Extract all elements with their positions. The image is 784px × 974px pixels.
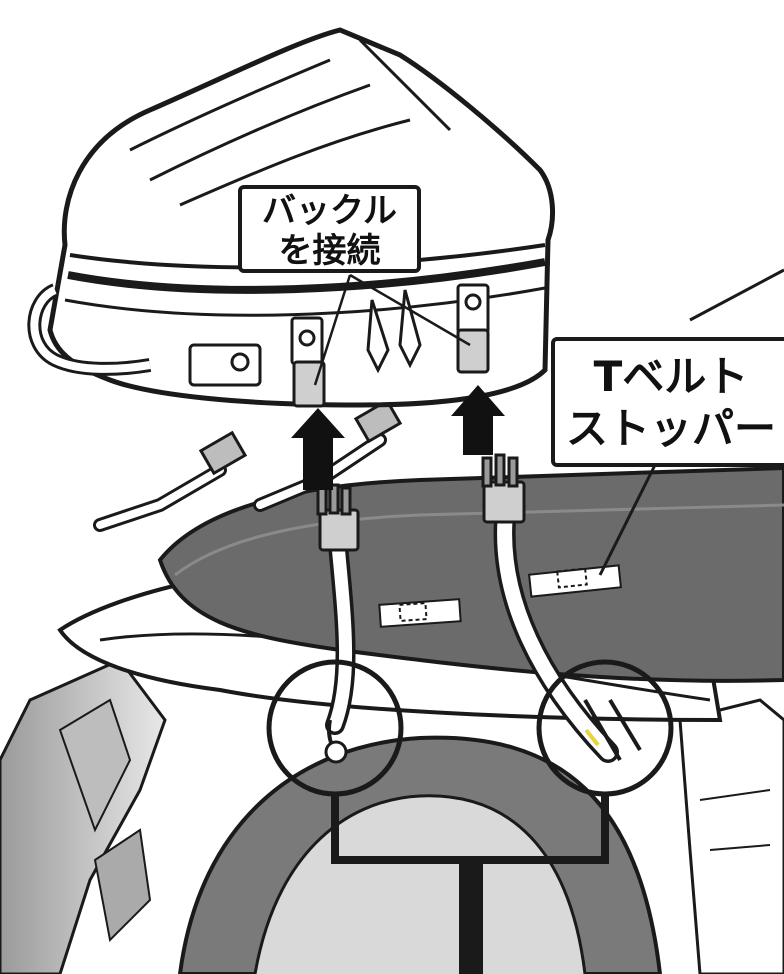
buckle-female-right	[456, 283, 490, 374]
callout-buckle-line2: を接続	[278, 231, 381, 271]
detail-circle-left	[266, 659, 404, 797]
buckle-male-left	[316, 483, 360, 552]
frame-left	[0, 658, 167, 974]
detail-circle-right	[536, 659, 674, 797]
callout-tbelt-stopper: Tベルト ストッパー	[551, 337, 784, 467]
callout-tbelt-line1: Tベルト	[593, 352, 749, 401]
callout-tbelt-line2: ストッパー	[565, 404, 776, 453]
buckle-male-right	[481, 453, 526, 524]
callout-buckle-line1: バックル	[262, 191, 397, 231]
up-arrow-icon	[451, 385, 505, 455]
buckle-female-left	[290, 316, 326, 408]
callout-buckle-connect: バックル を接続	[238, 185, 421, 273]
up-arrow-icon	[291, 408, 345, 490]
